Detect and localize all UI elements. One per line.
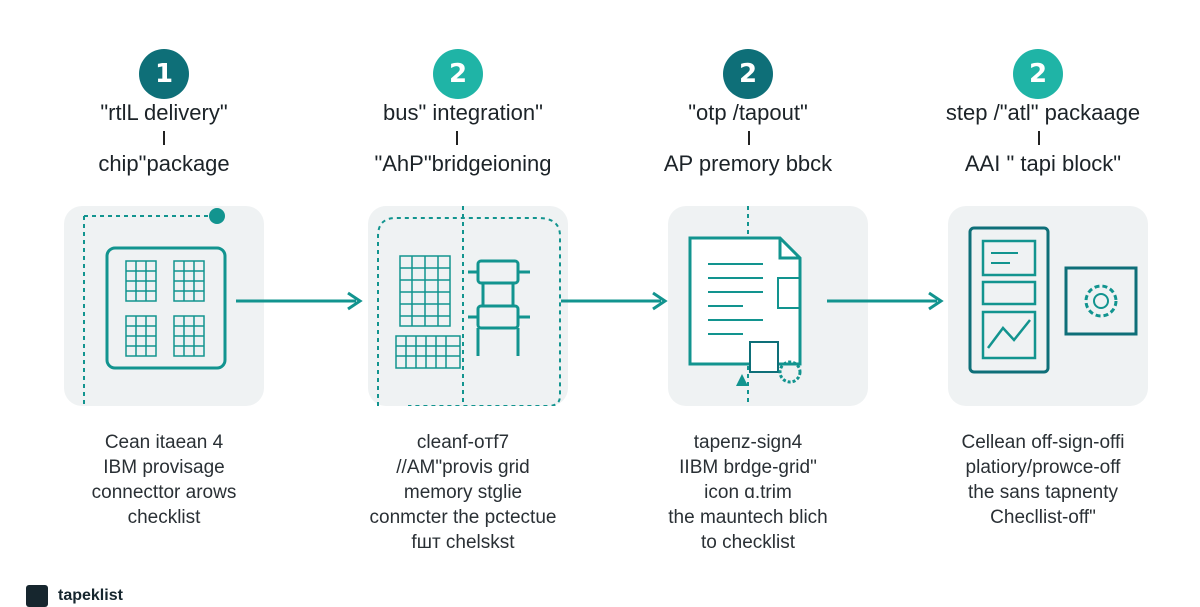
step-title-line2: AP premory bbck [663,151,833,176]
step-description: cleanf-oтf7 //AM"provis grid memory stgl… [313,430,613,555]
step-number-badge: 1 [139,49,189,99]
description-line: IIBM brdge-grid" [679,457,817,478]
description-line: fшт chelskst [411,532,515,553]
step-card [948,206,1148,406]
description-line: Cean itaean 4 [104,432,224,453]
description-line: the mauntech blich [668,507,828,528]
step-card [368,206,568,406]
step-title-line1: "rtlL delivery" [100,100,228,125]
step-number-badge: 2 [1013,49,1063,99]
title-divider [456,131,458,145]
dashboard-gear-icon [968,226,1138,374]
description-line: Cellean off-sign-offi [961,432,1125,453]
step-4: 2 step /"atl" packaage AAI " tapi block"… [893,0,1193,600]
description-line: to checklist [701,532,795,553]
step-description: Cellean off-sign-offi platiory/prowce-of… [893,430,1193,530]
arrow-right-icon [561,291,668,311]
description-line: tapeпz-sign4 [693,432,803,453]
step-number-badge: 2 [723,49,773,99]
arrow-right-icon [236,291,363,311]
title-divider [1038,131,1040,145]
description-line: //AM"provis grid [396,457,530,478]
grid-bridge-icon [377,206,561,406]
step-card [668,206,868,406]
step-title-line1: "otp /tapout" [688,100,808,125]
step-number-badge: 2 [433,49,483,99]
logo-mark-icon [26,585,48,607]
step-title-line1: bus" integration" [383,100,543,125]
step-1: 1 "rtlL delivery" chip"package Cean itae… [14,0,314,600]
document-icon [688,206,802,406]
chip-icon [83,208,227,406]
brand-logo: tapeklist [26,585,123,607]
step-3: 2 "otp /tapout" AP premory bbck tapeпz-s… [598,0,898,600]
description-line: cleanf-oтf7 [416,432,510,453]
description-line: icon ɑ.trim [704,482,792,503]
description-line: memory stglie [403,482,523,503]
step-2: 2 bus" integration" "AhP"bridgeioning cl… [313,0,613,600]
description-line: platiory/prowce-off [965,457,1121,478]
title-divider [748,131,750,145]
description-line: the sans tapnenty [968,482,1118,503]
description-line: checklist [127,507,201,528]
step-card [64,206,264,406]
step-title-line2: AAI " tapi block" [964,151,1122,176]
step-description: Cean itaean 4 IBM provisage connecttor a… [14,430,314,530]
description-line: Checllist-off" [990,507,1096,528]
step-description: tapeпz-sign4 IIBM brdge-grid" icon ɑ.tri… [598,430,898,555]
logo-text: tapeklist [58,587,123,604]
arrow-right-icon [827,291,944,311]
description-line: conmcter the pctectue [369,507,557,528]
step-title-line2: chip"package [98,151,230,176]
step-title-line1: step /"atl" packaage [945,100,1141,125]
step-title-line2: "AhP"bridgeioning [374,151,552,176]
description-line: IBM provisage [103,457,225,478]
title-divider [163,131,165,145]
description-line: connecttor arows [91,482,237,503]
